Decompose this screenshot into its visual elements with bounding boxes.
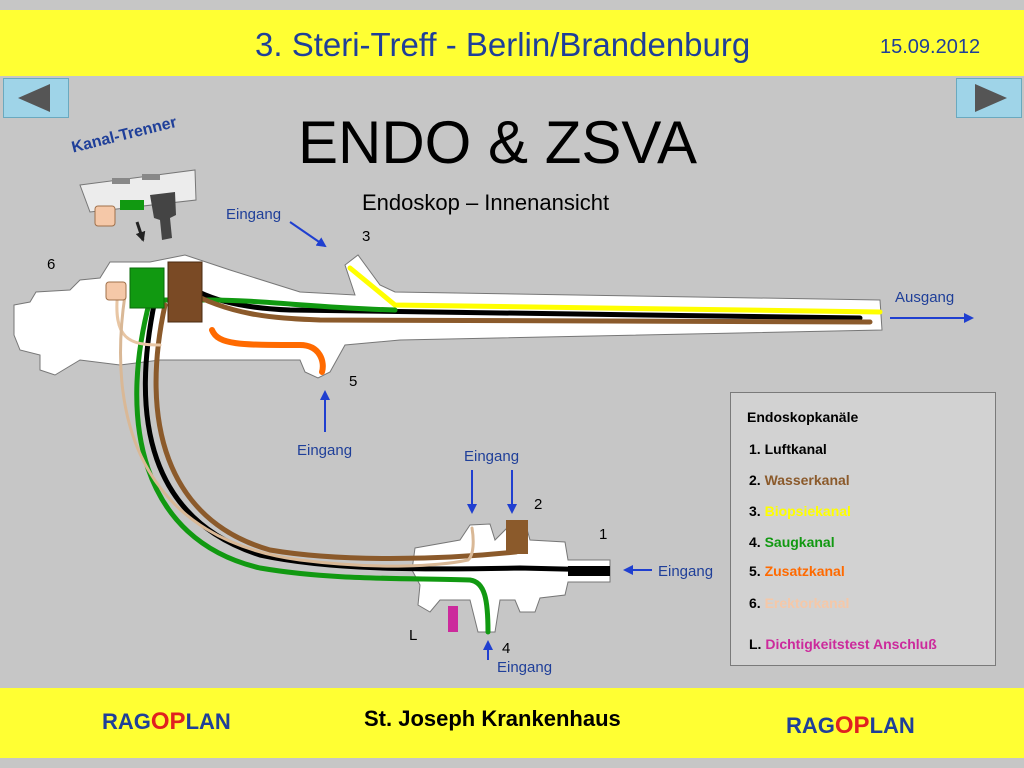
legend-item-number: 3. <box>749 503 761 519</box>
endoscope-body <box>13 254 883 633</box>
next-slide-button[interactable] <box>956 78 1022 118</box>
legend-item: 4. Saugkanal <box>749 534 835 550</box>
legend-item-number: 4. <box>749 534 761 550</box>
valve-wasser <box>506 520 528 554</box>
legend-item-name: Zusatzkanal <box>764 563 845 579</box>
legend-item: 3. Biopsiekanal <box>749 503 851 519</box>
ausgang-label: Ausgang <box>895 289 955 306</box>
channel-saug <box>157 297 398 313</box>
legend-item-number: 6. <box>749 595 761 611</box>
connector-wasser <box>167 261 203 323</box>
legend-item: 6. Erektorkanal <box>749 595 849 611</box>
header-date: 15.09.2012 <box>880 36 981 58</box>
header-band <box>0 10 1024 76</box>
eingang-label-2: Eingang <box>464 448 520 465</box>
legend-item: 2. Wasserkanal <box>749 472 850 488</box>
legend-item: 1. Luftkanal <box>749 441 827 457</box>
main-title: ENDO & ZSVA <box>298 109 697 176</box>
channel-legend: Endoskopkanäle 1. Luftkanal 2. Wasserkan… <box>730 392 996 666</box>
ragoplan-logo-right: RAGOPLAN <box>786 712 915 740</box>
triangle-right-icon <box>975 84 1007 112</box>
legend-item-number: 1. <box>749 441 761 457</box>
footer-hospital-name: St. Joseph Krankenhaus <box>364 706 621 731</box>
channel-biopsie <box>347 265 883 315</box>
legend-item-name: Dichtigkeitstest Anschluß <box>765 636 937 652</box>
legend-item-name: Erektorkanal <box>764 595 850 611</box>
connector-erektor <box>105 281 127 301</box>
valve-dichtigkeit <box>448 606 458 632</box>
ragoplan-logo-left: RAGOPLAN <box>102 708 231 736</box>
legend-item-number: L. <box>749 636 762 652</box>
logo-part: RAG <box>786 713 835 738</box>
legend-item-name: Saugkanal <box>764 534 835 550</box>
footer-band <box>0 688 1024 758</box>
legend-item-number: 2. <box>749 472 761 488</box>
channel-number-2: 2 <box>534 496 543 513</box>
channel-erektor <box>115 288 162 347</box>
logo-part: LAN <box>185 709 231 734</box>
header-title: 3. Steri-Treff - Berlin/Brandenburg <box>255 26 751 63</box>
arrow-eingang-3 <box>289 221 327 248</box>
legend-item: L. Dichtigkeitstest Anschluß <box>749 636 937 652</box>
logo-part: LAN <box>869 713 915 738</box>
legend-item-name: Luftkanal <box>764 441 827 457</box>
eingang-label-3: Eingang <box>226 206 282 223</box>
legend-item-name: Biopsiekanal <box>764 503 851 519</box>
channel-number-6: 6 <box>47 256 56 273</box>
logo-part: OP <box>834 712 870 739</box>
channel-number-1: 1 <box>599 526 608 543</box>
valve-luft <box>568 566 610 576</box>
legend-item-number: 5. <box>749 563 761 579</box>
eingang-label-4: Eingang <box>497 659 553 676</box>
connector-saug <box>129 267 165 309</box>
legend-title: Endoskopkanäle <box>747 409 859 425</box>
previous-slide-button[interactable] <box>3 78 69 118</box>
logo-part: OP <box>150 708 186 735</box>
kanal-trenner-device <box>79 169 197 242</box>
triangle-left-icon <box>18 84 50 112</box>
legend-item: 5. Zusatzkanal <box>749 563 845 579</box>
channel-number-5: 5 <box>349 373 358 390</box>
logo-part: RAG <box>102 709 151 734</box>
channel-number-L: L <box>409 627 418 644</box>
channel-zusatz <box>209 327 326 375</box>
diagram-subtitle: Endoskop – Innenansicht <box>362 190 610 215</box>
eingang-label-1: Eingang <box>658 563 714 580</box>
channel-number-4: 4 <box>502 640 511 657</box>
eingang-label-5: Eingang <box>297 442 353 459</box>
legend-item-name: Wasserkanal <box>764 472 850 488</box>
channel-number-3: 3 <box>362 228 371 245</box>
